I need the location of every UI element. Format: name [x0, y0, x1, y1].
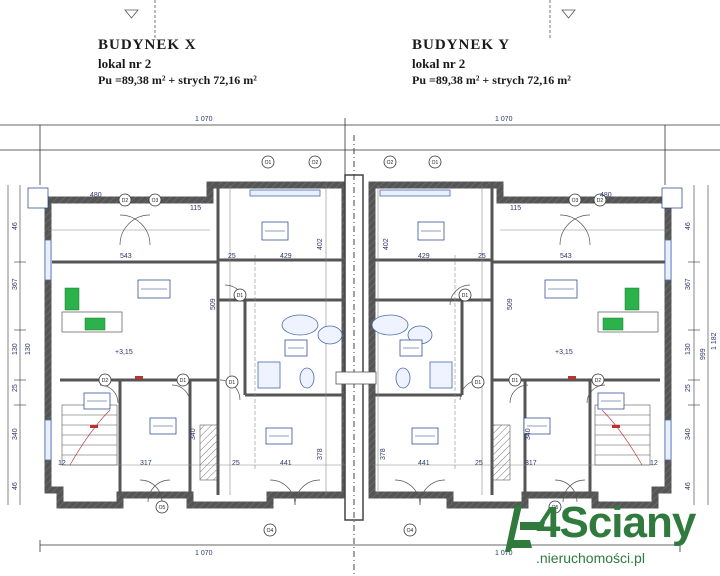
svg-text:402: 402 — [317, 238, 324, 250]
svg-text:D2: D2 — [122, 198, 129, 204]
svg-text:O3: O3 — [152, 198, 159, 204]
svg-text:429: 429 — [280, 253, 292, 260]
svg-text:D2: D2 — [102, 378, 109, 384]
svg-text:340: 340 — [12, 428, 19, 440]
dim-bottom-right: 1 070 — [495, 550, 513, 557]
svg-text:O1: O1 — [265, 160, 272, 166]
side-dimension-lines — [7, 185, 709, 505]
svg-text:12: 12 — [650, 460, 658, 467]
building-x-unit: lokal nr 2 — [98, 56, 152, 71]
svg-text:D1: D1 — [462, 293, 469, 299]
svg-text:O4: O4 — [407, 528, 414, 534]
svg-text:O2: O2 — [387, 160, 394, 166]
svg-text:480: 480 — [600, 192, 612, 199]
svg-text:441: 441 — [280, 460, 292, 467]
svg-text:130: 130 — [12, 343, 19, 355]
kitchen-fixtures — [61, 287, 659, 333]
svg-text:340: 340 — [685, 428, 692, 440]
svg-text:115: 115 — [190, 205, 201, 212]
svg-text:543: 543 — [560, 253, 572, 260]
svg-text:115: 115 — [510, 205, 521, 212]
svg-text:+3,15: +3,15 — [555, 349, 573, 356]
party-wall — [344, 135, 364, 576]
top-dimension-lines — [0, 118, 720, 552]
watermark-logo: 4Sciany .nieruchomości.pl — [484, 496, 716, 572]
red-marks — [90, 376, 620, 428]
door-tag-labels: O1 O2 O2 O1 D2 O3 O3 D2 D1 D1 D2 D1 D1 D… — [102, 160, 604, 534]
building-x-name: BUDYNEK X — [98, 37, 197, 53]
svg-text:367: 367 — [12, 278, 19, 290]
logo-text: 4Sciany — [536, 498, 696, 547]
svg-text:480: 480 — [90, 192, 102, 199]
svg-text:340: 340 — [525, 428, 532, 440]
svg-text:25: 25 — [685, 384, 692, 392]
svg-text:O4: O4 — [267, 528, 274, 534]
svg-text:O1: O1 — [432, 160, 439, 166]
svg-text:D1: D1 — [229, 380, 236, 386]
svg-text:O5: O5 — [159, 505, 166, 511]
svg-text:D2: D2 — [595, 378, 602, 384]
svg-text:D1: D1 — [180, 378, 187, 384]
building-y-area: Pu =89,38 m² + strych 72,16 m² — [412, 73, 571, 87]
dimension-labels: 480 480 115 115 543 543 429 429 402 402 … — [12, 192, 718, 490]
svg-text:130: 130 — [685, 343, 692, 355]
svg-text:D1: D1 — [512, 378, 519, 384]
door-tags — [98, 155, 607, 537]
svg-text:25: 25 — [475, 460, 483, 467]
exterior-walls — [44, 181, 672, 509]
svg-text:509: 509 — [507, 298, 514, 310]
svg-text:429: 429 — [418, 253, 430, 260]
building-y-header: BUDYNEK Y lokal nr 2 Pu =89,38 m² + stry… — [412, 36, 571, 88]
svg-text:D2: D2 — [597, 198, 604, 204]
svg-text:25: 25 — [478, 253, 486, 260]
svg-text:1 182: 1 182 — [711, 332, 718, 350]
room-label-lines — [87, 230, 621, 437]
interior-walls — [52, 185, 665, 495]
svg-text:25: 25 — [228, 253, 236, 260]
logo-subtext: .nieruchomości.pl — [536, 550, 645, 566]
svg-text:317: 317 — [140, 460, 152, 467]
svg-text:340: 340 — [190, 428, 197, 440]
svg-text:D1: D1 — [237, 293, 244, 299]
svg-text:999: 999 — [700, 348, 707, 360]
dim-bottom-left: 1 070 — [195, 550, 213, 557]
svg-text:+3,15: +3,15 — [115, 349, 133, 356]
svg-text:O2: O2 — [312, 160, 319, 166]
stairs — [61, 404, 651, 466]
svg-text:378: 378 — [380, 448, 387, 460]
dim-top-right: 1 070 — [495, 116, 513, 123]
svg-text:402: 402 — [383, 238, 390, 250]
building-x-area: Pu =89,38 m² + strych 72,16 m² — [98, 73, 257, 87]
dim-top-left: 1 070 — [195, 116, 213, 123]
windows — [44, 189, 672, 461]
svg-text:367: 367 — [685, 278, 692, 290]
logo-mark — [505, 505, 545, 552]
svg-text:25: 25 — [232, 460, 240, 467]
svg-text:543: 543 — [120, 253, 132, 260]
svg-text:46: 46 — [685, 222, 692, 230]
svg-text:O5: O5 — [552, 505, 559, 511]
svg-text:509: 509 — [210, 298, 217, 310]
axis-markers — [124, 0, 576, 40]
svg-text:O3: O3 — [572, 198, 579, 204]
svg-text:46: 46 — [685, 482, 692, 490]
svg-text:130: 130 — [25, 343, 32, 355]
building-x-header: BUDYNEK X lokal nr 2 Pu =89,38 m² + stry… — [98, 36, 257, 88]
storage-boxes — [199, 424, 511, 481]
svg-text:46: 46 — [12, 222, 19, 230]
door-swings — [99, 214, 606, 506]
svg-text:D1: D1 — [475, 380, 482, 386]
svg-text:12: 12 — [58, 460, 66, 467]
building-y-unit: lokal nr 2 — [412, 56, 466, 71]
building-y-name: BUDYNEK Y — [412, 37, 511, 53]
svg-text:25: 25 — [12, 384, 19, 392]
svg-text:378: 378 — [317, 448, 324, 460]
svg-text:441: 441 — [418, 460, 430, 467]
svg-text:317: 317 — [525, 460, 537, 467]
svg-text:46: 46 — [12, 482, 19, 490]
